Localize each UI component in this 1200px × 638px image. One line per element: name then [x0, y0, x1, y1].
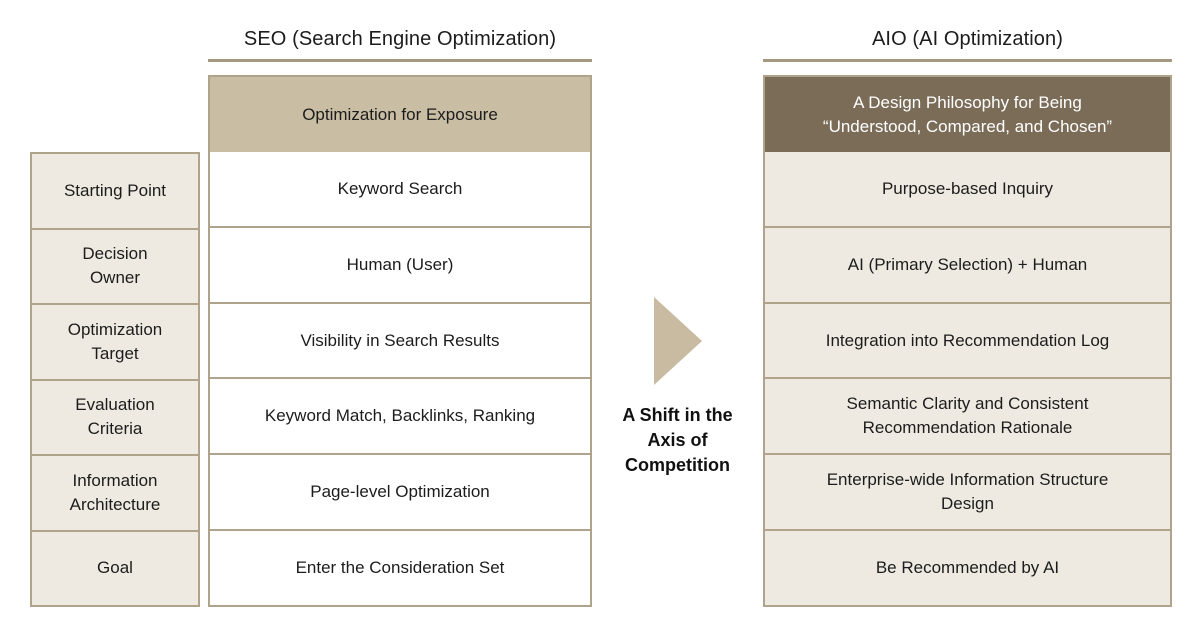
right-arrow-icon	[653, 297, 702, 385]
seo-cell-starting-point: Keyword Search	[337, 178, 463, 198]
aio-cell-information-architecture: Enterprise-wide Information Structure De…	[765, 453, 1170, 529]
aio-cell-evaluation-criteria: Semantic Clarity and Consistent Recommen…	[765, 377, 1170, 453]
seo-cell-optimization-target: Visibility in Search Results	[210, 301, 590, 378]
shift-caption-line-1: A Shift in the	[622, 405, 733, 425]
row-label-starting-point: Starting Point	[63, 180, 167, 200]
shift-zone: A Shift in the Axis of Competition	[592, 297, 763, 478]
seo-cell-goal: Enter the Consideration Set	[210, 529, 590, 605]
row-label-decision-owner: Decision Owner	[32, 227, 198, 304]
aio-header-line-2: “Understood, Compared, and Chosen”	[822, 116, 1113, 136]
aio-header-cell: A Design Philosophy for Being “Understoo…	[765, 77, 1170, 152]
row-label-column: Starting Point Decision Owner Optimizati…	[30, 152, 200, 607]
row-label-information-architecture: Information Architecture	[32, 454, 198, 530]
seo-cell-decision-owner: Human (User)	[210, 225, 590, 302]
shift-caption-line-3: Competition	[624, 455, 730, 475]
aio-title-underline	[763, 59, 1172, 62]
aio-cell-decision-owner: AI (Primary Selection) + Human	[765, 225, 1170, 302]
aio-header-line-1: A Design Philosophy for Being	[853, 92, 1082, 112]
row-label-evaluation-criteria: Evaluation Criteria	[32, 378, 198, 455]
shift-caption-line-2: Axis of	[647, 430, 708, 450]
seo-cell-evaluation-criteria: Keyword Match, Backlinks, Ranking	[210, 377, 590, 453]
seo-title-underline	[208, 59, 592, 62]
row-label-optimization-target: Optimization Target	[32, 303, 198, 379]
aio-cell-optimization-target: Integration into Recommendation Log	[765, 301, 1170, 378]
seo-column: Optimization for Exposure Keyword Search…	[208, 75, 592, 607]
aio-column: A Design Philosophy for Being “Understoo…	[763, 75, 1172, 607]
aio-cell-goal: Be Recommended by AI	[765, 529, 1170, 605]
row-label-goal: Goal	[32, 529, 198, 606]
seo-column-title: SEO (Search Engine Optimization)	[243, 28, 557, 50]
aio-column-title: AIO (AI Optimization)	[871, 28, 1064, 50]
shift-caption: A Shift in the Axis of Competition	[622, 403, 732, 478]
aio-cell-starting-point: Purpose-based Inquiry	[881, 178, 1054, 198]
seo-cell-information-architecture: Page-level Optimization	[210, 453, 590, 529]
seo-header-cell: Optimization for Exposure	[210, 77, 590, 152]
